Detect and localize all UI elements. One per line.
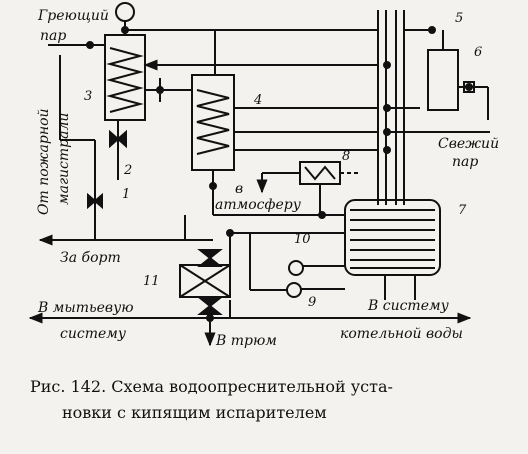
label-fire-main-1: От пожарной <box>36 108 52 215</box>
number-10: 10 <box>294 232 311 247</box>
number-7: 7 <box>458 203 467 218</box>
label-wash-system-1: В мытьевую <box>37 300 134 316</box>
label-boiler-water-2: котельной воды <box>340 326 463 342</box>
valve-block-11 <box>179 249 231 315</box>
caption-line-1: Рис. 142. Схема водоопреснительной уста- <box>30 377 393 396</box>
number-5: 5 <box>455 11 463 26</box>
label-fire-main-2: магистрали <box>56 113 72 205</box>
number-3: 3 <box>84 89 92 104</box>
pump-10 <box>288 260 345 276</box>
label-boiler-water-1: В систему <box>367 298 450 314</box>
label-atmosphere-1: в <box>235 181 243 197</box>
number-4: 4 <box>253 93 262 108</box>
heater-3 <box>104 34 146 121</box>
condenser-4 <box>191 74 235 171</box>
valve-2 <box>109 120 127 165</box>
label-fresh-steam-1: Свежий <box>438 136 499 152</box>
pressure-gauge <box>115 2 135 22</box>
number-9: 9 <box>308 295 316 310</box>
valve-1 <box>87 192 103 210</box>
label-overboard: За борт <box>60 250 121 266</box>
label-to-hold: В трюм <box>215 333 277 349</box>
label-wash-system-2: систему <box>60 326 127 342</box>
label-heating-steam-2: пар <box>40 28 66 44</box>
number-2: 2 <box>123 163 132 178</box>
number-8: 8 <box>342 149 350 164</box>
caption-line-2: новки с кипящим испарителем <box>62 403 327 422</box>
number-1: 1 <box>122 187 130 202</box>
steam-unit-5 <box>427 49 459 111</box>
label-heating-steam-1: Греющий <box>37 8 109 24</box>
evaporator-7 <box>344 199 441 276</box>
cooler-8 <box>299 161 358 185</box>
label-fresh-steam-2: пар <box>452 154 478 170</box>
label-atmosphere-2: атмосферу <box>215 197 302 213</box>
number-6: 6 <box>474 45 482 60</box>
number-11: 11 <box>143 274 160 289</box>
